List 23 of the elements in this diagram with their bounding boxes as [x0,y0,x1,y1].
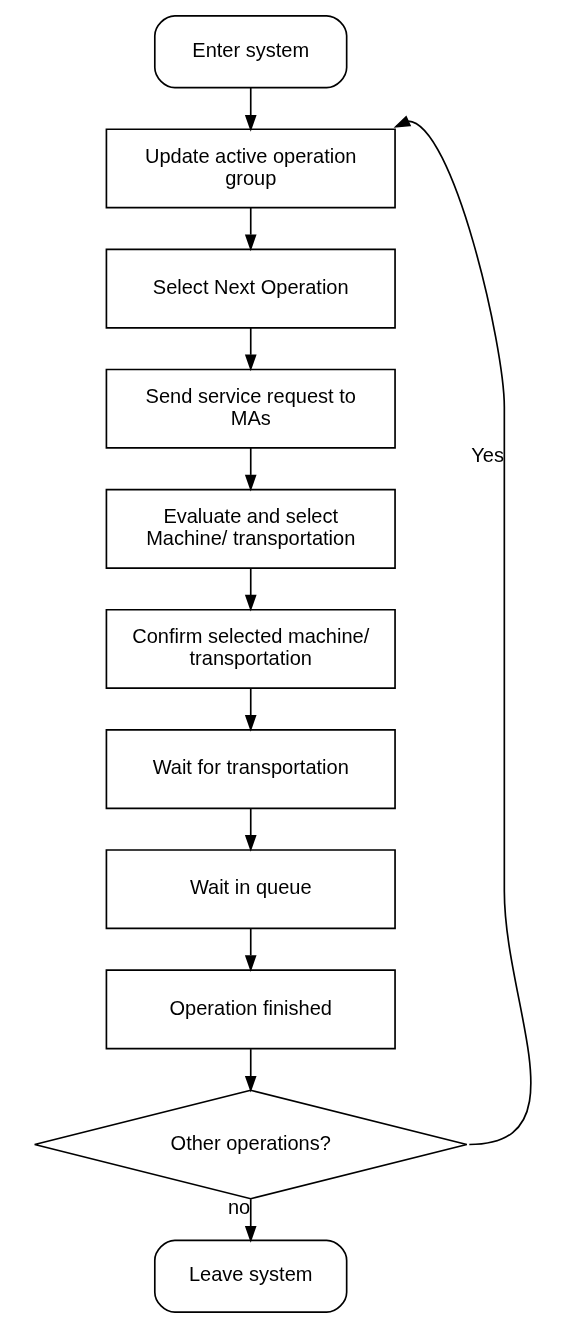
node-box: Evaluate and select Machine/ transportation [105,488,396,569]
arrow [244,447,257,492]
arrow [244,327,257,372]
arrow [244,567,257,612]
arrow [244,206,257,252]
arrow [393,115,532,1146]
arrow [244,87,257,132]
arrow [244,1198,257,1243]
arrow [244,1048,257,1093]
node-diamond: Other operations? [33,1089,468,1200]
arrow [244,687,257,732]
node-box: Leave system [153,1239,348,1313]
node-box: Wait for transportation [105,729,396,810]
node-box: Select Next Operation [105,248,396,329]
arrow [244,927,257,972]
node-box: Confirm selected machine/ transportation [105,608,396,690]
arrow [244,807,257,852]
edge-label: Yes [471,443,504,466]
node-box: Wait in queue [105,849,396,930]
node-box: Update active operation group [105,128,396,209]
node-box: Operation finished [105,969,396,1050]
node-box: Send service request to MAs [105,368,396,449]
node-box: Enter system [153,15,348,89]
